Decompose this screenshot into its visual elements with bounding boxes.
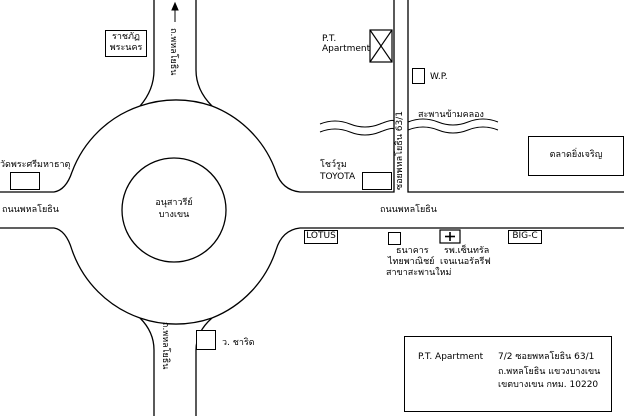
lotus-label: LOTUS <box>306 231 336 241</box>
bank-label-2: ไทยพาณิชย์ <box>388 257 435 267</box>
north-arrow <box>171 1 179 22</box>
address-name: P.T. Apartment <box>418 352 484 362</box>
bank-box <box>388 232 401 245</box>
apartment-marker <box>369 29 393 63</box>
temple-label: วัดพระศรีมหาธาตุ <box>0 160 71 170</box>
school-label: ว. ชาริด <box>222 338 255 348</box>
rajabhat-label-1: ราชภัฏ <box>112 32 140 42</box>
bank-label-3: สาขาสะพานใหม่ <box>386 268 452 278</box>
soi-label: ซอยพหลโยธิน 63/1 <box>395 111 405 190</box>
address-box <box>404 336 612 412</box>
canal-lines <box>319 118 499 136</box>
rajabhat-box <box>105 30 147 57</box>
phahon-south-label: ถ.พหลโยธิน <box>160 322 170 370</box>
address-line-3: เขตบางเขน กทม. 10220 <box>498 380 599 390</box>
lotus-box <box>304 230 338 244</box>
address-line-2: ถ.พหลโยธิน แขวงบางเขน <box>498 367 601 377</box>
apartment-label-2: Apartment <box>322 44 371 54</box>
monument-label-1: อนุสาวรีย์ <box>155 198 193 208</box>
bigc-box <box>508 230 542 244</box>
phahon-north-label: ถ.พหลโยธิน <box>168 28 178 76</box>
hospital-label-2: เจนเนอรัลรีฟ <box>440 257 491 267</box>
monument-circle <box>121 157 227 263</box>
school-box <box>196 330 216 350</box>
road-east-label: ถนนพหลโยธิน <box>380 205 437 215</box>
hospital-label-1: รพ.เซ็นทรัล <box>444 246 490 256</box>
apartment-label-1: P.T. <box>322 34 337 44</box>
canal-bridge-label: สะพานข้ามคลอง <box>418 110 484 120</box>
rajabhat-label-2: พระนคร <box>109 43 143 53</box>
toyota-label-1: โชว์รูม <box>320 160 347 170</box>
toyota-label-2: TOYOTA <box>320 172 356 182</box>
wp-label: W.P. <box>430 72 448 82</box>
bank-label-1: ธนาคาร <box>396 246 429 256</box>
toyota-box <box>362 172 392 190</box>
road-west-label: ถนนพหลโยธิน <box>2 205 59 215</box>
temple-box <box>10 172 40 190</box>
wp-box <box>412 68 425 84</box>
bigc-label: BIG-C <box>512 231 538 241</box>
address-line-1: 7/2 ซอยพหลโยธิน 63/1 <box>498 352 595 362</box>
market-label: ตลาดยิ่งเจริญ <box>549 150 603 160</box>
monument-label-2: บางเขน <box>158 210 190 220</box>
hospital-marker <box>439 229 461 244</box>
